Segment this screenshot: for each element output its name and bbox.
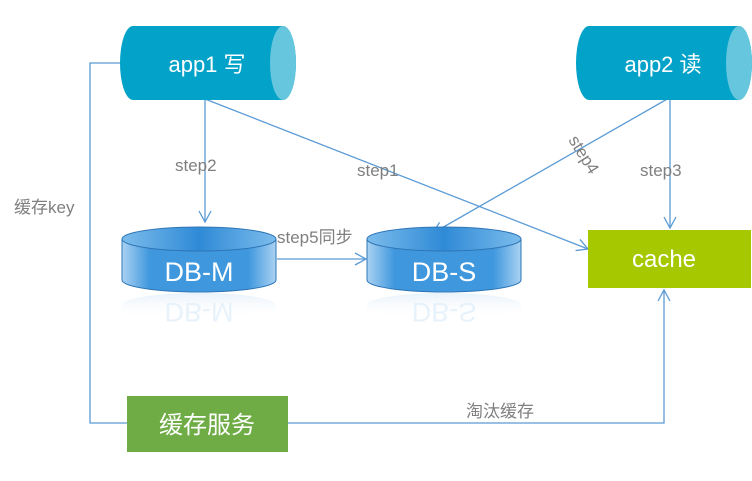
db-master-label: DB-M xyxy=(165,257,234,287)
cache-node[interactable]: cache xyxy=(588,230,751,288)
edge-evict-cache xyxy=(288,288,671,424)
app1-node[interactable]: app1 写 xyxy=(120,26,296,100)
db-slave-node[interactable]: DB-S xyxy=(366,226,522,293)
cache-service-node[interactable]: 缓存服务 xyxy=(127,396,288,452)
cache-service-label: 缓存服务 xyxy=(159,412,255,439)
cache-label: cache xyxy=(632,246,696,273)
db-slave-label: DB-S xyxy=(412,257,477,287)
edges xyxy=(89,62,677,424)
edge-step4 xyxy=(431,97,670,234)
db-master-reflection: DB-M xyxy=(122,293,276,327)
svg-text:DB-M: DB-M xyxy=(165,297,234,327)
step2-label: step2 xyxy=(175,156,217,175)
step1-label: step1 xyxy=(357,161,399,180)
edge-step1 xyxy=(204,98,590,252)
step3-label: step3 xyxy=(640,161,682,180)
app1-label: app1 写 xyxy=(168,52,245,77)
svg-text:DB-S: DB-S xyxy=(412,297,477,327)
db-slave-reflection: DB-S xyxy=(367,293,521,327)
db-master-node[interactable]: DB-M xyxy=(121,226,277,293)
edge-cache-key xyxy=(89,62,127,424)
app2-node[interactable]: app2 读 xyxy=(576,26,752,100)
app2-label: app2 读 xyxy=(624,52,701,77)
step5-label: step5同步 xyxy=(277,228,353,247)
evict-cache-label: 淘汰缓存 xyxy=(466,402,534,421)
cache-key-label: 缓存key xyxy=(14,198,75,217)
